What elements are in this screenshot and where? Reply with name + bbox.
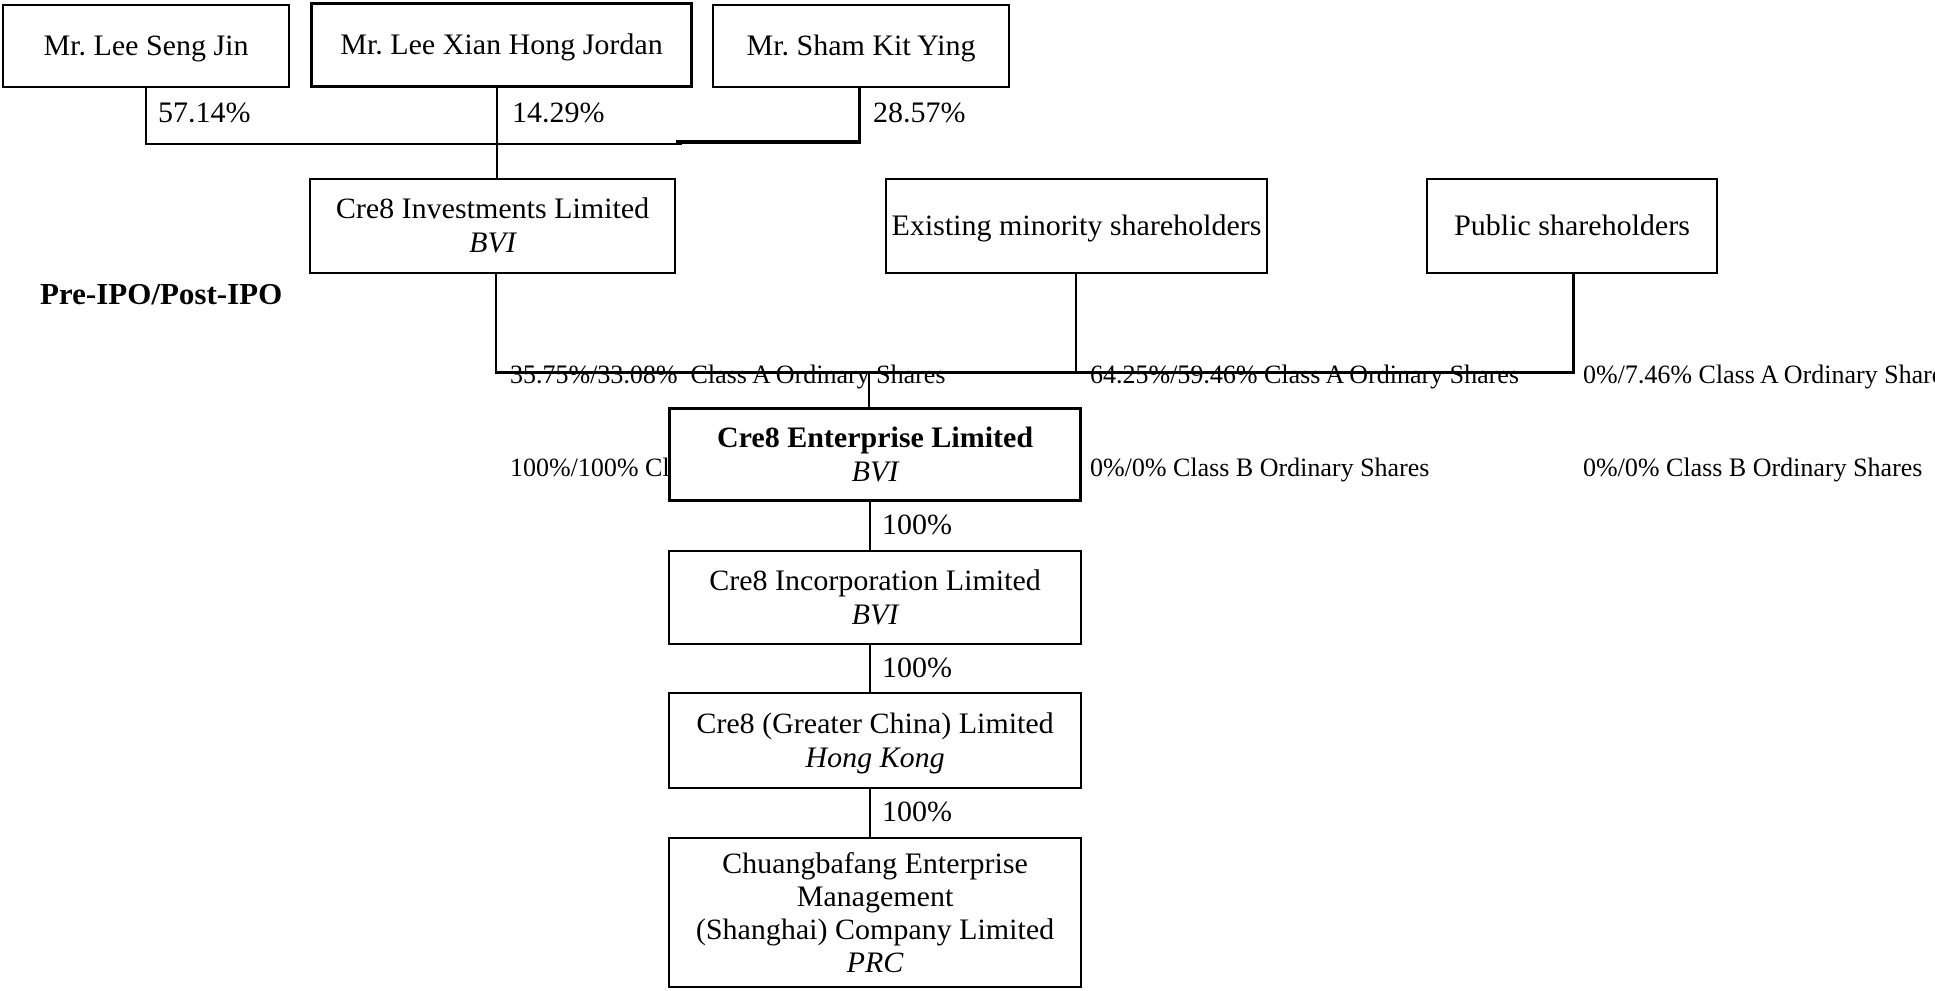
jurisdiction-label: BVI	[469, 226, 516, 259]
connector-mid-horizontal	[495, 371, 1575, 374]
node-mr-lee-seng-jin: Mr. Lee Seng Jin	[2, 4, 290, 88]
node-label-line3: (Shanghai) Company Limited	[695, 912, 1055, 946]
class-b-shares-line: 0%/0% Class B Ordinary Shares	[1090, 453, 1430, 482]
node-cre8-enterprise-limited: Cre8 Enterprise Limited BVI	[668, 407, 1082, 502]
node-cre8-investments-limited: Cre8 Investments Limited BVI	[309, 178, 676, 274]
jurisdiction-label: BVI	[851, 454, 899, 488]
node-label: Cre8 Enterprise Limited	[716, 420, 1034, 454]
ownership-label-prc-subsidiary: 100%	[882, 795, 952, 828]
node-label: Existing minority shareholders	[891, 209, 1262, 242]
node-label: Mr. Sham Kit Ying	[746, 29, 976, 62]
connector-top-horizontal-right	[676, 140, 861, 144]
node-public-shareholders: Public shareholders	[1426, 178, 1718, 274]
node-label-line1: Chuangbafang Enterprise	[722, 846, 1028, 880]
pre-post-ipo-label: Pre-IPO/Post-IPO	[40, 276, 283, 311]
node-label: Cre8 (Greater China) Limited	[696, 706, 1054, 740]
node-label-line2: Management	[796, 879, 954, 913]
class-a-shares-line: 35.75%/33.08% Class A Ordinary Shares	[510, 360, 946, 389]
node-label: Mr. Lee Seng Jin	[43, 29, 249, 62]
node-cre8-greater-china-limited: Cre8 (Greater China) Limited Hong Kong	[668, 692, 1082, 789]
jurisdiction-label: BVI	[851, 597, 899, 631]
connector-lee-seng-jin-vertical	[145, 88, 147, 145]
connector-lee-xian-hong-jordan-vertical	[496, 88, 498, 178]
connector-minority-vertical	[1075, 274, 1077, 372]
connector-investments-vertical	[495, 274, 497, 372]
node-label: Cre8 Investments Limited	[335, 192, 650, 225]
shareholding-minority: 64.25%/59.46% Class A Ordinary Shares 0%…	[1090, 297, 1519, 545]
jurisdiction-label: Hong Kong	[805, 740, 945, 774]
node-label: Public shareholders	[1454, 209, 1690, 242]
ownership-label-incorporation: 100%	[882, 508, 952, 541]
jurisdiction-label: PRC	[846, 945, 904, 979]
class-b-shares-line: 0%/0% Class B Ordinary Shares	[1583, 453, 1923, 482]
connector-greater-china-prc	[869, 789, 871, 837]
connector-public-vertical	[1572, 274, 1575, 372]
connector-sham-kit-ying-vertical	[858, 88, 861, 142]
node-existing-minority-shareholders: Existing minority shareholders	[885, 178, 1268, 274]
class-a-shares-line: 64.25%/59.46% Class A Ordinary Shares	[1090, 360, 1519, 389]
node-mr-lee-xian-hong-jordan: Mr. Lee Xian Hong Jordan	[310, 2, 693, 88]
shareholding-public: 0%/7.46% Class A Ordinary Shares 0%/0% C…	[1583, 297, 1935, 545]
class-a-shares-line: 0%/7.46% Class A Ordinary Shares	[1583, 360, 1935, 389]
node-label: Mr. Lee Xian Hong Jordan	[340, 28, 663, 61]
node-mr-sham-kit-ying: Mr. Sham Kit Ying	[712, 4, 1010, 88]
connector-incorporation-greater-china	[869, 645, 871, 692]
ownership-label-greater-china: 100%	[882, 651, 952, 684]
ownership-label-lee-xian-hong-jordan: 14.29%	[512, 96, 605, 129]
connector-top-horizontal-left	[145, 143, 682, 145]
connector-enterprise-incorporation	[869, 502, 871, 550]
node-label: Cre8 Incorporation Limited	[709, 563, 1041, 597]
ownership-label-lee-seng-jin: 57.14%	[158, 96, 251, 129]
connector-enterprise-drop-vertical	[868, 374, 870, 407]
node-chuangbafang-enterprise-management: Chuangbafang Enterprise Management (Shan…	[668, 837, 1082, 988]
ownership-label-sham-kit-ying: 28.57%	[873, 96, 966, 129]
node-cre8-incorporation-limited: Cre8 Incorporation Limited BVI	[668, 550, 1082, 645]
